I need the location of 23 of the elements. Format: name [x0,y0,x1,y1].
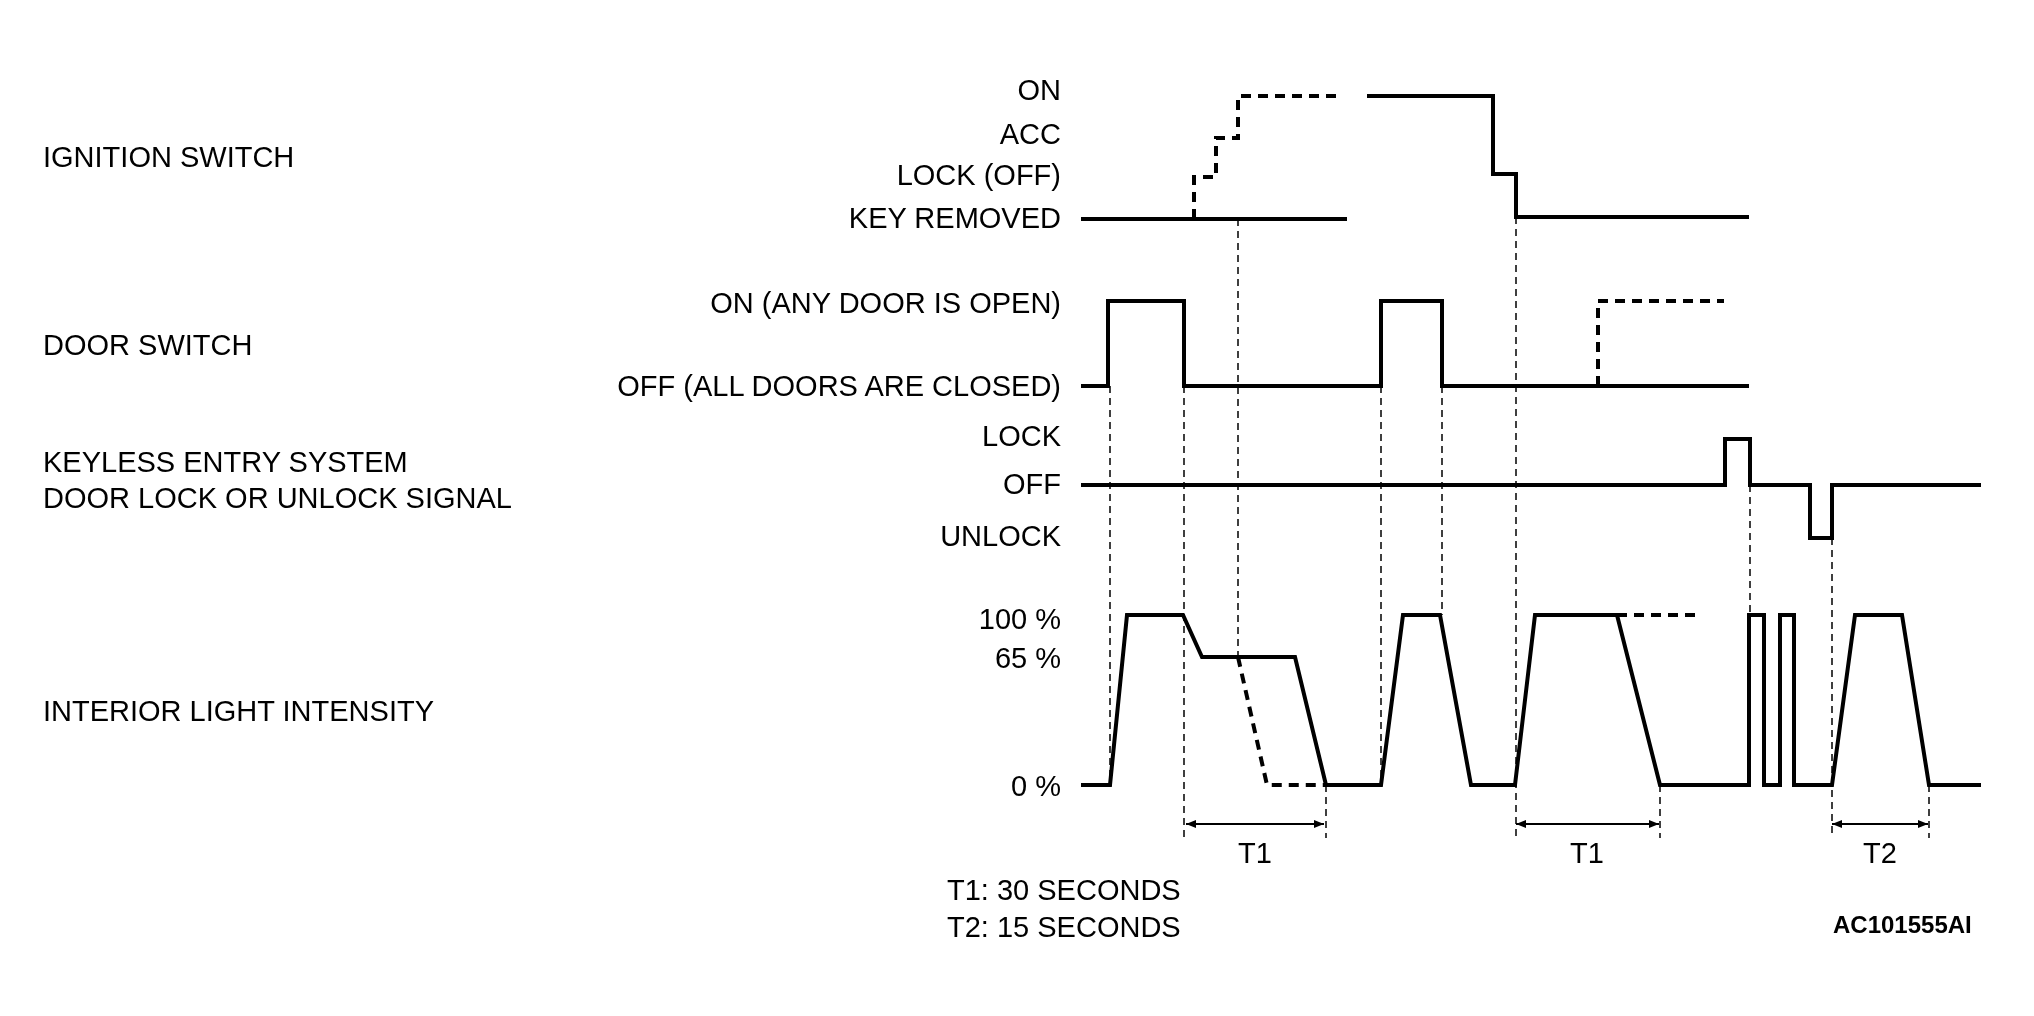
level-label: ON (ANY DOOR IS OPEN) [710,288,1061,318]
note-text: T2: 15 SECONDS [947,912,1181,942]
level-label: UNLOCK [940,521,1061,551]
signal-name: INTERIOR LIGHT INTENSITY [43,696,434,726]
signal-name: IGNITION SWITCH [43,142,295,172]
level-label: ON [1017,75,1061,105]
level-label: LOCK [982,421,1061,451]
level-label: OFF (ALL DOORS ARE CLOSED) [617,371,1061,401]
level-label: OFF [1003,469,1061,499]
signal-name: DOOR SWITCH [43,330,253,360]
signal-name: KEYLESS ENTRY SYSTEM [43,447,408,477]
level-label: 65 % [994,643,1061,673]
level-label: 100 % [978,604,1061,634]
level-label: 0 % [1011,771,1061,801]
level-label: LOCK (OFF) [896,160,1061,190]
time-label: T1 [1238,838,1272,868]
figure-code: AC101555AI [1833,913,1972,937]
level-label: ACC [999,119,1061,149]
level-label: KEY REMOVED [848,203,1061,233]
time-label: T1 [1570,838,1604,868]
time-label: T2 [1863,838,1897,868]
signal-name: DOOR LOCK OR UNLOCK SIGNAL [43,483,512,513]
note-text: T1: 30 SECONDS [947,875,1181,905]
